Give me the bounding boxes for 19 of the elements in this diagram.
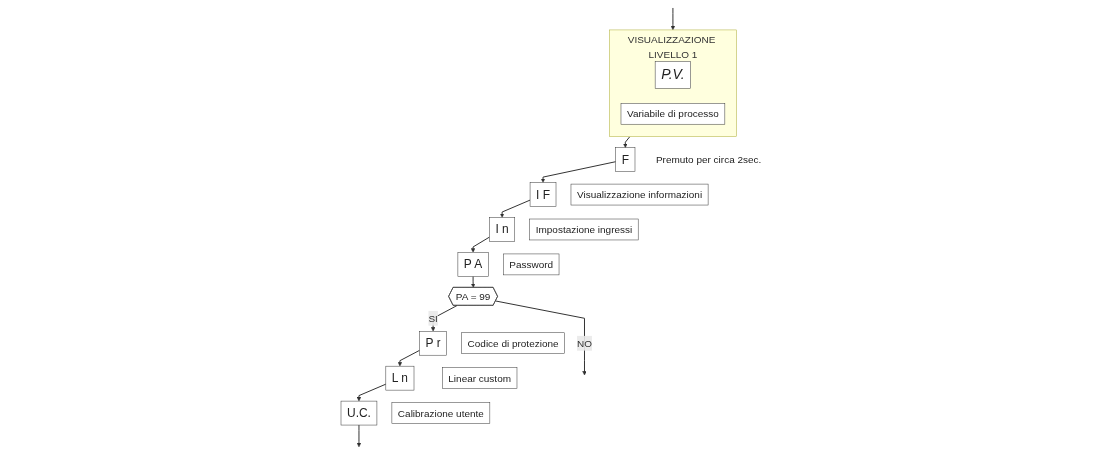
- node-box: Linear custom: [442, 367, 518, 389]
- arrow: [495, 300, 588, 376]
- node-box: Visualizzazione informazioni: [571, 183, 709, 206]
- node-box: Impostazione ingressi: [529, 218, 639, 241]
- node-box: I n: [489, 217, 516, 242]
- node-box: P A: [458, 252, 489, 277]
- edge-label: NO: [577, 337, 593, 349]
- node-box: U.C.: [341, 400, 378, 426]
- node-box: F: [615, 147, 636, 172]
- node-box: P.V.: [655, 61, 692, 89]
- node-label: Premuto per circa 2sec.: [656, 154, 762, 166]
- node-box: I F: [530, 182, 557, 207]
- node-box: P r: [419, 331, 448, 356]
- node-box: Calibrazione utente: [392, 402, 491, 424]
- edge-label: SI: [428, 312, 439, 324]
- node-box: Variabile di processo: [621, 103, 726, 125]
- node-box: L n: [385, 365, 415, 391]
- node-box: Codice di protezione: [461, 332, 566, 354]
- node-box: Password: [503, 253, 560, 276]
